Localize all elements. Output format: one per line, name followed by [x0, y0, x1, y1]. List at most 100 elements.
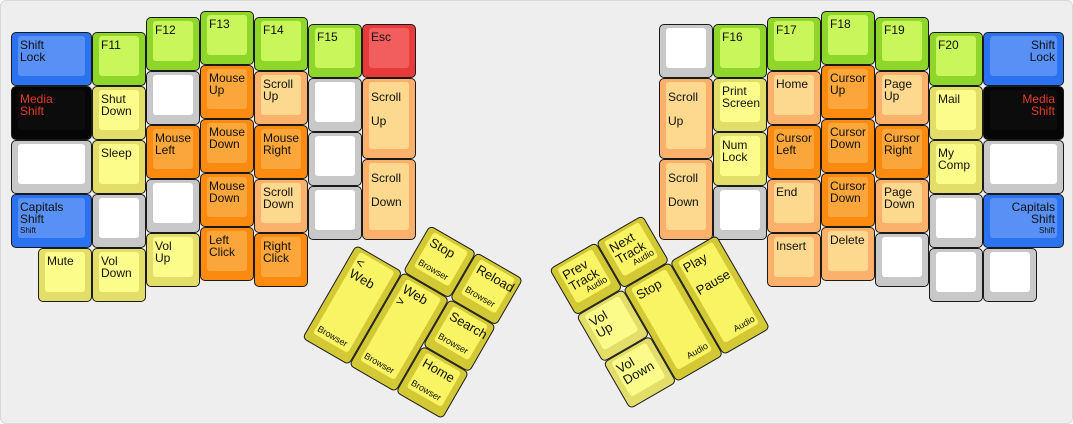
keycap-surface [882, 129, 922, 169]
key-f17[interactable]: F17 [767, 17, 821, 71]
keycap-surface [99, 252, 139, 292]
keycap-surface [936, 198, 976, 238]
keycap-surface [774, 129, 814, 169]
key-f12[interactable]: F12 [146, 17, 200, 71]
key-home[interactable]: Home [767, 71, 821, 125]
key-left-click[interactable]: Left Click [200, 227, 254, 281]
keycap-surface [828, 15, 868, 55]
key-blank-1[interactable] [659, 24, 713, 78]
key-f19[interactable]: F19 [875, 17, 929, 71]
keycap-surface [99, 90, 139, 130]
key-blank-7[interactable] [308, 186, 362, 240]
key-blank-6[interactable] [308, 132, 362, 186]
key-shut-down[interactable]: Shut Down [92, 86, 146, 140]
key-num-lock[interactable]: Num Lock [713, 132, 767, 186]
keycap-surface [666, 82, 706, 149]
key-blank-3[interactable] [146, 71, 200, 125]
key-blank-4[interactable] [146, 179, 200, 233]
key-shift-lock[interactable]: Shift Lock [11, 32, 92, 86]
keycap-surface [774, 183, 814, 223]
key-blank-4[interactable] [929, 194, 983, 248]
key-blank-5[interactable] [929, 248, 983, 302]
key-cursor-up[interactable]: Cursor Up [821, 65, 875, 119]
keycap-surface [882, 183, 922, 223]
key-blank-2[interactable] [92, 194, 146, 248]
key-vol-down[interactable]: Vol Down [92, 248, 146, 302]
key-label: F14 [263, 23, 284, 37]
key-f16[interactable]: F16 [713, 24, 767, 78]
keycap-surface [207, 231, 247, 271]
keycap-surface [990, 252, 1030, 292]
key-vol-up[interactable]: Vol Up [146, 233, 200, 287]
key-print-screen[interactable]: Print Screen [713, 78, 767, 132]
keycap-surface [828, 69, 868, 109]
key-cursor-down-2[interactable]: Cursor Down [821, 173, 875, 227]
keycap-surface [261, 21, 301, 61]
key-media-shift[interactable]: Media Shift [11, 86, 92, 140]
key-blank-2[interactable] [713, 186, 767, 240]
key-scroll-down-tall[interactable]: Scroll Down [659, 159, 713, 240]
key-media-shift[interactable]: Media Shift [983, 86, 1064, 140]
key-label: Page Down [884, 185, 915, 211]
key-mute[interactable]: Mute [38, 248, 92, 302]
keycap-surface [207, 69, 247, 109]
key-cursor-left[interactable]: Cursor Left [767, 125, 821, 179]
keycap-surface [774, 237, 814, 277]
keycap-surface [990, 90, 1057, 130]
key-scroll-up-tall[interactable]: Scroll Up [362, 78, 416, 159]
key-scroll-up[interactable]: Scroll Up [254, 71, 308, 125]
keycap-surface [153, 21, 193, 61]
key-mouse-left[interactable]: Mouse Left [146, 125, 200, 179]
key-label: Page Up [884, 77, 913, 103]
key-my-comp[interactable]: My Comp [929, 140, 983, 194]
key-mouse-right[interactable]: Mouse Right [254, 125, 308, 179]
keycap-surface [99, 198, 139, 238]
key-right-click[interactable]: Right Click [254, 233, 308, 287]
key-label: Mute [47, 254, 74, 268]
key-page-down[interactable]: Page Down [875, 179, 929, 233]
key-mouse-down[interactable]: Mouse Down [200, 119, 254, 173]
keycap-surface [774, 75, 814, 115]
key-blank-3[interactable] [875, 233, 929, 287]
key-delete[interactable]: Delete [821, 227, 875, 281]
key-page-up[interactable]: Page Up [875, 71, 929, 125]
keycap-surface [18, 144, 85, 184]
key-label: Scroll Down [263, 185, 294, 211]
key-blank-6[interactable] [983, 140, 1064, 194]
keycap-surface [261, 183, 301, 223]
keycap-surface [882, 237, 922, 277]
keycap-surface [990, 36, 1057, 76]
key-f18[interactable]: F18 [821, 11, 875, 65]
key-f20[interactable]: F20 [929, 32, 983, 86]
key-scroll-down[interactable]: Scroll Down [254, 179, 308, 233]
key-scroll-down-tall[interactable]: Scroll Down [362, 159, 416, 240]
key-blank-1[interactable] [11, 140, 92, 194]
key-shift-lock[interactable]: Shift Lock [983, 32, 1064, 86]
key-label: F13 [209, 17, 230, 31]
key-f14[interactable]: F14 [254, 17, 308, 71]
key-scroll-up-tall[interactable]: Scroll Up [659, 78, 713, 159]
key-blank-5[interactable] [308, 78, 362, 132]
key-cursor-right[interactable]: Cursor Right [875, 125, 929, 179]
key-label: Capitals Shift [1011, 200, 1055, 226]
key-mail[interactable]: Mail [929, 86, 983, 140]
key-mouse-up[interactable]: Mouse Up [200, 65, 254, 119]
key-f15[interactable]: F15 [308, 24, 362, 78]
key-label: Left Click [209, 233, 235, 259]
key-f11[interactable]: F11 [92, 32, 146, 86]
key-label: F11 [101, 38, 121, 52]
key-insert[interactable]: Insert [767, 233, 821, 287]
key-end[interactable]: End [767, 179, 821, 233]
keycap-surface [315, 190, 355, 230]
key-label: Mouse Left [155, 131, 192, 157]
key-blank-7[interactable] [983, 248, 1037, 302]
keycap-surface [207, 15, 247, 55]
key-sleep[interactable]: Sleep [92, 140, 146, 194]
key-cursor-down[interactable]: Cursor Down [821, 119, 875, 173]
key-mouse-down-2[interactable]: Mouse Down [200, 173, 254, 227]
key-f13[interactable]: F13 [200, 11, 254, 65]
key-esc[interactable]: Esc [362, 24, 416, 78]
